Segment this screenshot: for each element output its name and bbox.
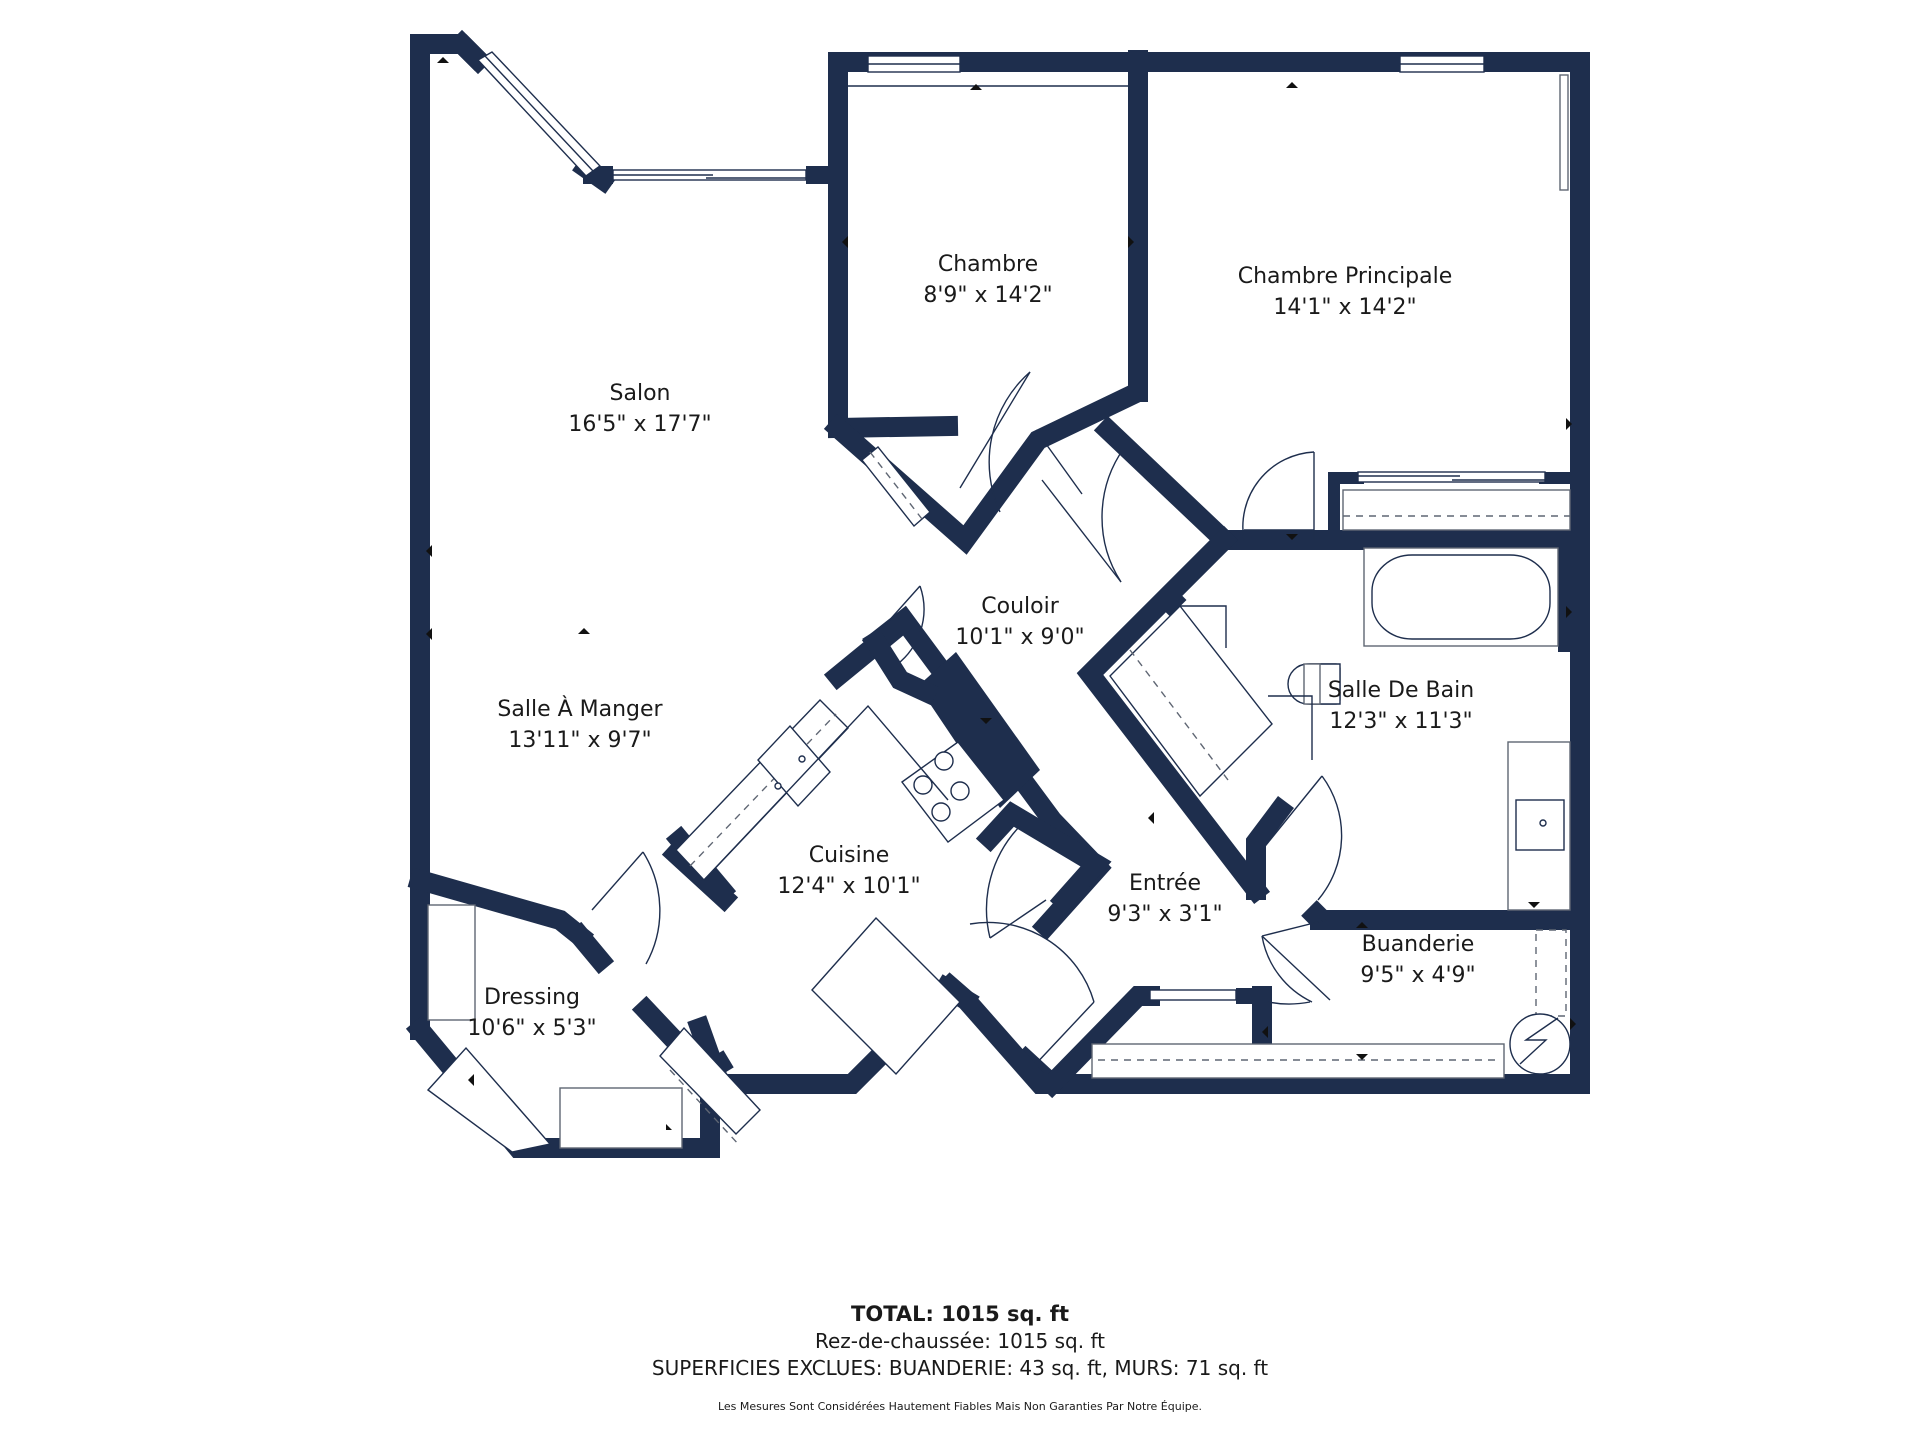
fixtures: [426, 74, 1571, 1153]
room-name: Buanderie: [1361, 932, 1475, 957]
room-dimensions: 10'1" x 9'0": [955, 625, 1085, 650]
excluded-areas: SUPERFICIES EXCLUES: BUANDERIE: 43 sq. f…: [651, 1356, 1269, 1380]
room-name: Chambre Principale: [1237, 264, 1453, 289]
room-label-entree: Entrée 9'3" x 3'1": [1107, 868, 1222, 930]
room-dimensions: 9'5" x 4'9": [1360, 963, 1476, 988]
room-dimensions: 12'4" x 10'1": [777, 874, 921, 899]
windows: [476, 51, 1546, 1001]
room-label-dressing: Dressing 10'6" x 5'3": [467, 982, 596, 1044]
total-area: TOTAL: 1015 sq. ft: [851, 1302, 1069, 1326]
disclaimer: Les Mesures Sont Considérées Hautement F…: [717, 1400, 1203, 1413]
room-dimensions: 16'5" x 17'7": [568, 412, 712, 437]
room-dimensions: 8'9" x 14'2": [923, 283, 1053, 308]
room-label-buanderie: Buanderie 9'5" x 4'9": [1360, 929, 1475, 991]
room-dimensions: 14'1" x 14'2": [1273, 295, 1417, 320]
room-label-salle-de-bain: Salle De Bain 12'3" x 11'3": [1328, 675, 1474, 737]
room-label-cuisine: Cuisine 12'4" x 10'1": [777, 840, 920, 902]
room-dimensions: 9'3" x 3'1": [1107, 902, 1223, 927]
room-name: Cuisine: [808, 843, 890, 868]
floor-area: Rez-de-chaussée: 1015 sq. ft: [815, 1329, 1105, 1353]
room-label-salon: Salon 16'5" x 17'7": [568, 378, 711, 440]
doors: [591, 371, 1343, 1069]
room-name: Salle De Bain: [1327, 678, 1475, 703]
room-name: Dressing: [484, 985, 580, 1010]
room-label-chambre: Chambre 8'9" x 14'2": [923, 249, 1052, 311]
room-name: Chambre: [937, 252, 1039, 277]
room-dimensions: 12'3" x 11'3": [1329, 709, 1473, 734]
room-dimensions: 10'6" x 5'3": [467, 1016, 597, 1041]
room-name: Entrée: [1128, 871, 1202, 896]
room-dimensions: 13'11" x 9'7": [508, 728, 652, 753]
measurement-markers: [426, 57, 1576, 1130]
room-name: Couloir: [981, 594, 1059, 619]
room-label-chambre-principale: Chambre Principale 14'1" x 14'2": [1238, 261, 1453, 323]
room-label-couloir: Couloir 10'1" x 9'0": [955, 591, 1084, 653]
room-name: Salle À Manger: [497, 697, 663, 722]
area-summary: TOTAL: 1015 sq. ft Rez-de-chaussée: 1015…: [0, 1300, 1920, 1414]
room-label-salle-a-manger: Salle À Manger 13'11" x 9'7": [497, 694, 662, 756]
room-name: Salon: [609, 381, 671, 406]
